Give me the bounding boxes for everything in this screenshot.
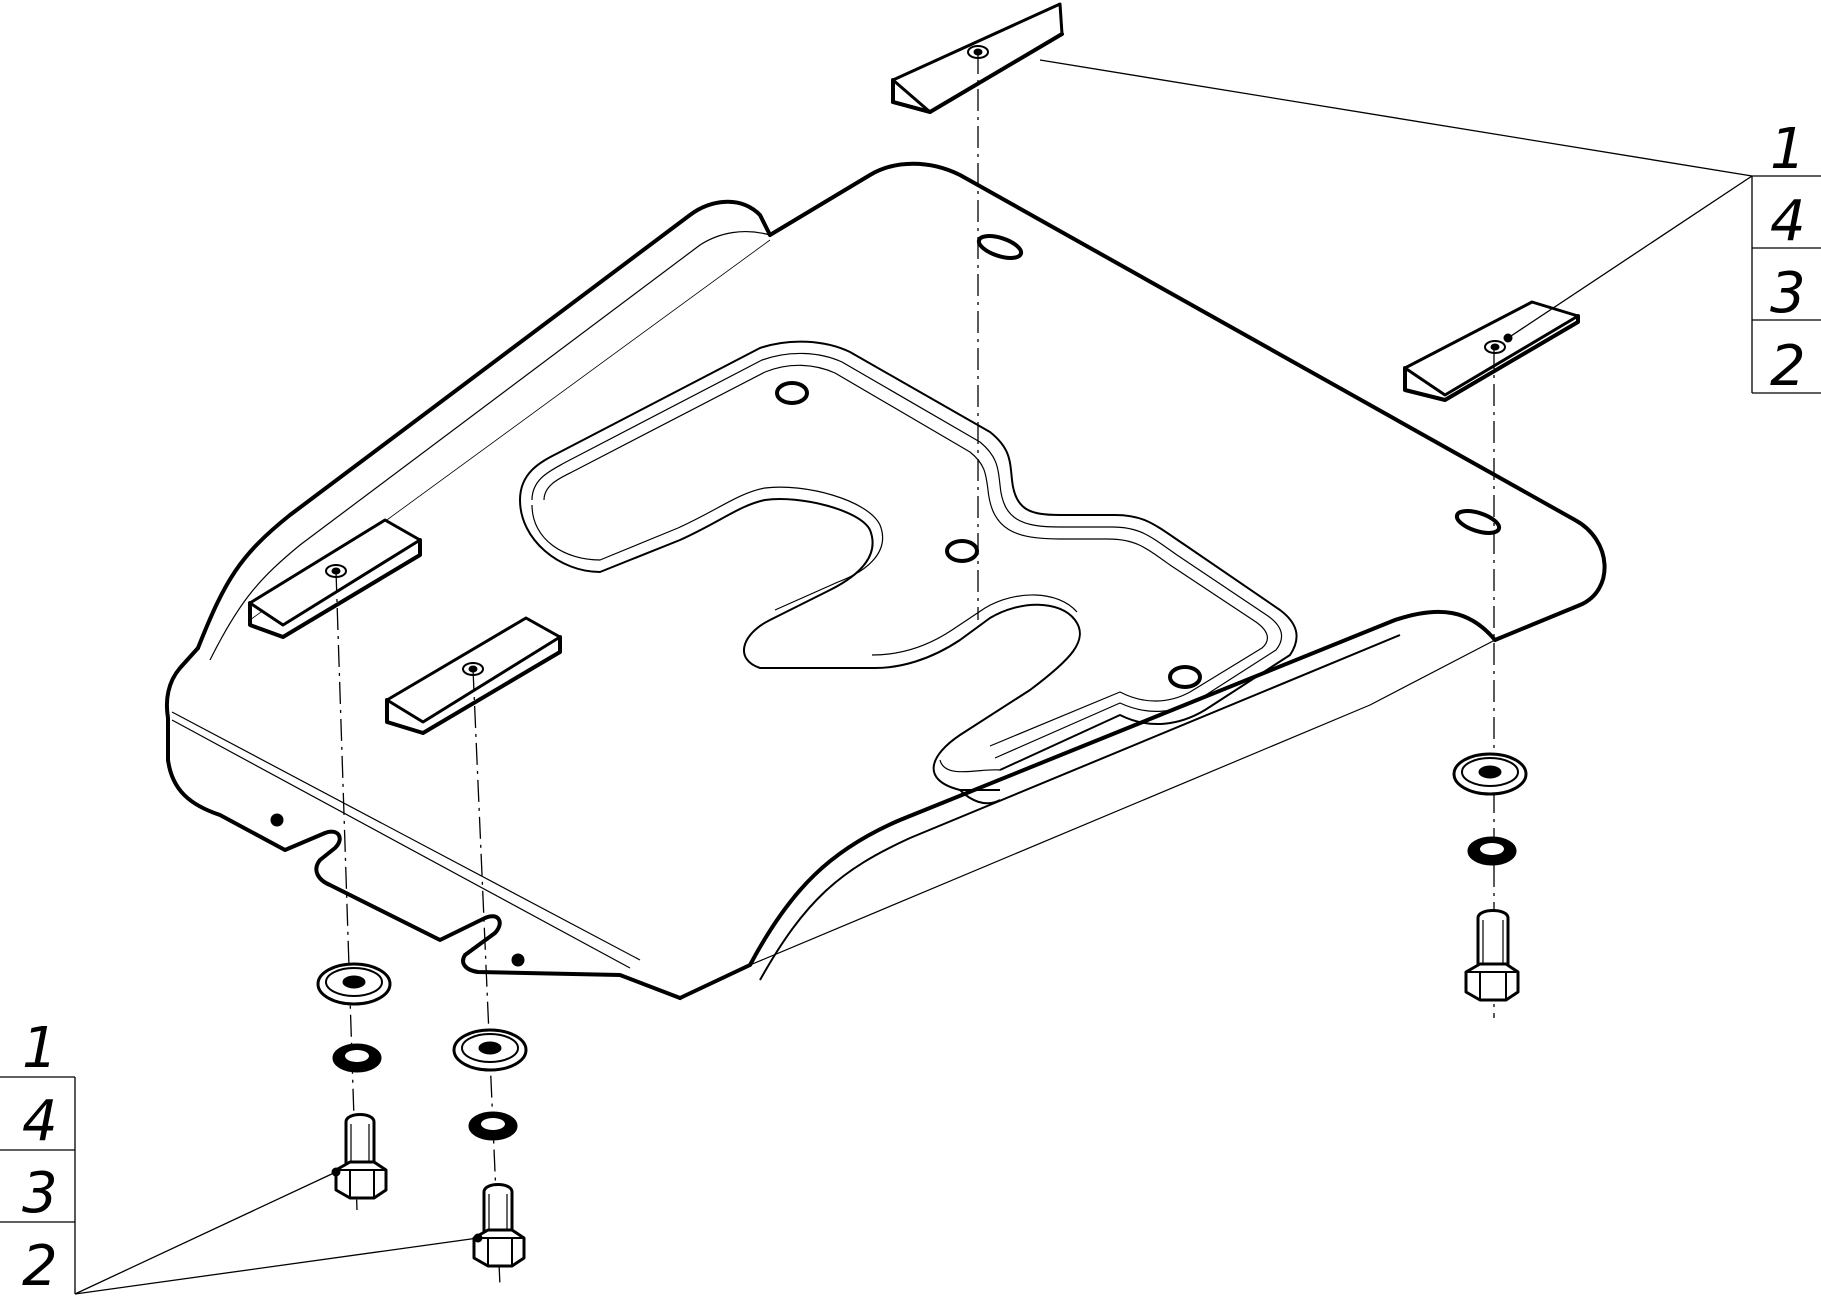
bolt-left-1 (334, 1113, 388, 1200)
bolt-left-2 (472, 1183, 526, 1268)
skid-plate (164, 161, 1607, 1000)
spring-washer-right (1467, 836, 1517, 866)
callout-upper-right-label-1: 1 (1770, 117, 1806, 182)
callout-upper-right-label-4: 2 (1770, 334, 1806, 399)
callout-upper-right-label-2: 4 (1770, 189, 1806, 254)
spring-washer-left-1 (332, 1043, 382, 1073)
flat-washer-right (1452, 752, 1528, 796)
callout-lower-left-label-3: 3 (22, 1161, 58, 1226)
spacer-plate-right (1403, 300, 1580, 402)
spring-washer-left-2 (468, 1111, 518, 1141)
callout-upper-right: 1 4 3 2 (1039, 59, 1821, 399)
callout-lower-left-label-4: 2 (22, 1234, 58, 1299)
spacer-plate-left-1 (248, 518, 422, 639)
callout-lower-left-label-2: 4 (22, 1089, 58, 1154)
stiffening-rib (519, 340, 1298, 805)
callout-lower-left-label-1: 1 (22, 1016, 58, 1081)
bolt-right (1464, 909, 1520, 1002)
callout-lower-left: 1 4 3 2 (0, 1016, 483, 1299)
flat-washer-left-2 (452, 1028, 528, 1072)
flat-washer-left-1 (316, 962, 392, 1006)
callout-upper-right-label-3: 3 (1770, 261, 1806, 326)
